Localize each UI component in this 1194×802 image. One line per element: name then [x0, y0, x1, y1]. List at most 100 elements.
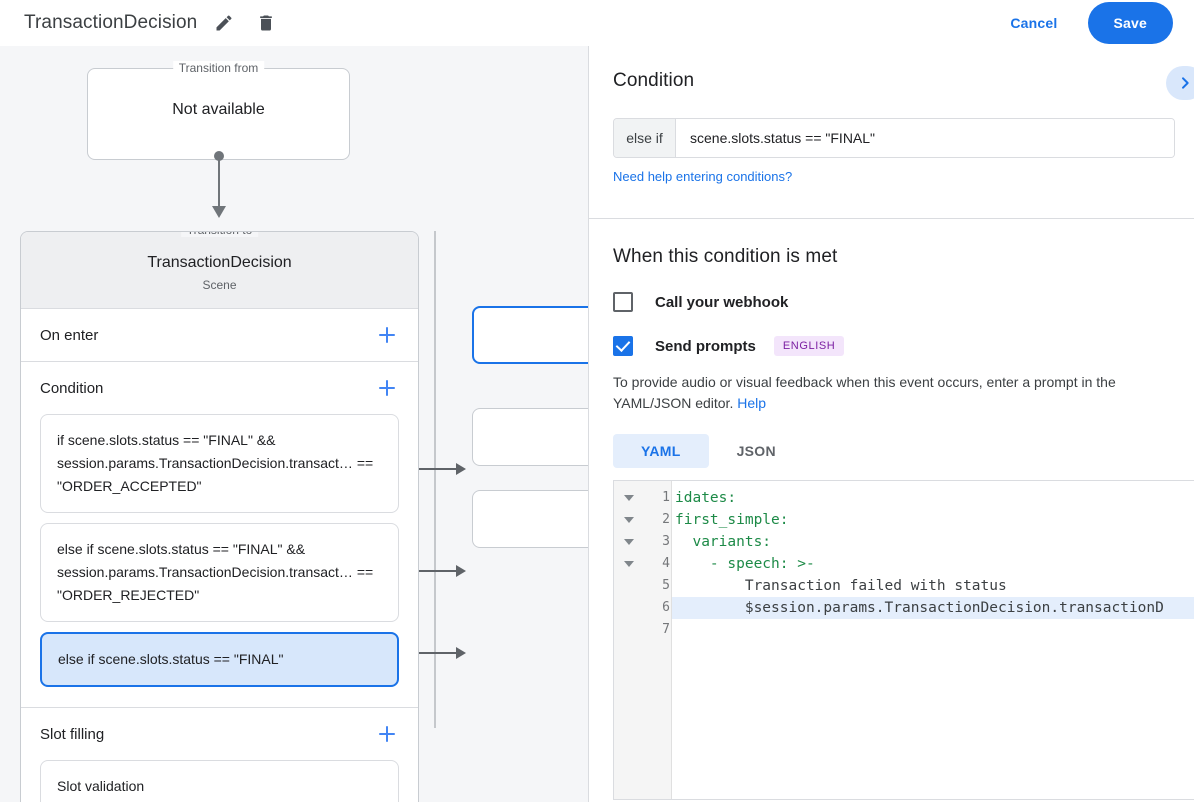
condition-prefix: else if: [614, 119, 676, 157]
target-box-2[interactable]: [472, 408, 588, 466]
target-box-1[interactable]: [472, 306, 588, 364]
code-line-number: 4: [662, 556, 670, 571]
tab-yaml[interactable]: YAML: [613, 434, 709, 468]
slot-validation-card[interactable]: Slot validation: [40, 760, 399, 802]
code-line[interactable]: variants:: [672, 531, 1194, 553]
condition-input-row[interactable]: else if: [613, 118, 1175, 158]
branch-arrow-2: [456, 565, 466, 577]
save-button[interactable]: Save: [1087, 2, 1173, 44]
call-webhook-checkbox[interactable]: [613, 292, 633, 312]
code-text-area[interactable]: idates: first_simple: variants: - speech:…: [672, 481, 1194, 799]
target-box-3[interactable]: [472, 490, 588, 548]
section-slot-filling-title: Slot filling: [40, 725, 105, 743]
code-fold-blank: [614, 619, 644, 641]
code-fold-toggle[interactable]: [614, 553, 644, 575]
code-fold-blank: [614, 575, 644, 597]
section-condition-header: Condition: [40, 362, 399, 414]
section-divider: [589, 218, 1194, 219]
editor-format-tabs: YAML JSON: [613, 434, 1194, 468]
code-line[interactable]: first_simple:: [672, 509, 1194, 531]
chevron-right-icon-glyph: [1182, 77, 1189, 89]
chevron-down-icon: [624, 561, 634, 567]
code-line-number: 5: [662, 578, 670, 593]
code-token-key: - speech: >-: [675, 556, 815, 572]
tab-json[interactable]: JSON: [736, 443, 776, 459]
prompt-help-link[interactable]: Help: [737, 395, 767, 411]
code-line-number: 2: [662, 512, 670, 527]
chevron-down-icon: [624, 495, 634, 501]
detail-panel: Condition else if Need help entering con…: [589, 46, 1194, 802]
transition-from-legend: Transition from: [172, 61, 265, 75]
section-condition: Condition if scene.slots.status == "FINA…: [21, 362, 418, 708]
condition-input[interactable]: [676, 119, 1174, 157]
code-line-number: 6: [662, 600, 670, 615]
code-line[interactable]: idates:: [672, 487, 1194, 509]
code-line-number: 1: [662, 490, 670, 505]
code-fold-gutter: [614, 481, 644, 799]
code-line-number: 3: [662, 534, 670, 549]
trash-icon-glyph: [260, 15, 273, 31]
condition-card[interactable]: else if scene.slots.status == "FINAL" &&…: [40, 523, 399, 622]
code-line[interactable]: $session.params.TransactionDecision.tran…: [672, 597, 1194, 619]
code-token-key: idates:: [675, 490, 737, 506]
branch-arrow-3: [456, 647, 466, 659]
code-fold-toggle[interactable]: [614, 509, 644, 531]
scene-name: TransactionDecision: [147, 254, 292, 271]
scene-subtitle: Scene: [202, 278, 237, 292]
code-token-text: $session.params.TransactionDecision.tran…: [675, 600, 1164, 616]
plus-icon[interactable]: [375, 376, 399, 400]
section-on-enter: On enter: [21, 309, 418, 362]
send-prompts-row[interactable]: Send prompts ENGLISH: [613, 336, 1194, 356]
code-fold-toggle[interactable]: [614, 487, 644, 509]
condition-editor-section: Condition else if Need help entering con…: [589, 46, 1194, 186]
section-condition-title: Condition: [40, 379, 104, 397]
connector-line: [218, 156, 220, 208]
condition-card-selected[interactable]: else if scene.slots.status == "FINAL": [40, 632, 399, 687]
section-on-enter-header: On enter: [40, 309, 399, 361]
chevron-down-icon: [624, 517, 634, 523]
branch-arrow-1: [456, 463, 466, 475]
transition-from-value: Not available: [172, 101, 265, 118]
code-line[interactable]: Transaction failed with status: [672, 575, 1194, 597]
send-prompts-checkbox[interactable]: [613, 336, 633, 356]
code-token-text: Transaction failed with status: [675, 578, 1007, 594]
transition-to-legend: Transition to: [180, 232, 259, 237]
trash-icon[interactable]: [251, 8, 281, 38]
branch-spine: [434, 231, 436, 728]
panel-divider: [588, 46, 589, 802]
prompt-description-text: To provide audio or visual feedback when…: [613, 374, 1116, 411]
chevron-down-icon: [624, 539, 634, 545]
section-slot-filling-header: Slot filling: [40, 708, 399, 760]
section-slot-filling: Slot filling Slot validation: [21, 708, 418, 802]
pencil-icon-glyph: [216, 15, 232, 31]
yaml-code-editor[interactable]: 1 2 3 4 5 6 7 idates: first_simple: variants: -…: [613, 480, 1194, 800]
page-title: TransactionDecision: [24, 12, 198, 33]
when-condition-met-section: When this condition is met Call your web…: [589, 218, 1194, 800]
language-badge: ENGLISH: [773, 336, 845, 356]
plus-icon[interactable]: [375, 323, 399, 347]
webhook-row[interactable]: Call your webhook: [613, 292, 1194, 312]
prompt-description: To provide audio or visual feedback when…: [613, 372, 1173, 414]
transition-from-box[interactable]: Transition from Not available: [87, 61, 350, 160]
pencil-icon[interactable]: [209, 8, 239, 38]
connector-arrow: [212, 206, 226, 218]
scene-header[interactable]: Transition to TransactionDecision Scene: [21, 232, 418, 309]
scene-panel: Transition to TransactionDecision Scene …: [20, 231, 419, 802]
plus-icon[interactable]: [375, 722, 399, 746]
call-webhook-label: Call your webhook: [655, 293, 789, 311]
branch-line-3: [400, 652, 458, 654]
condition-help-link[interactable]: Need help entering conditions?: [613, 169, 793, 184]
code-token-key: first_simple:: [675, 512, 789, 528]
code-fold-toggle[interactable]: [614, 531, 644, 553]
code-line-number: 7: [662, 622, 670, 637]
cancel-button[interactable]: Cancel: [998, 6, 1069, 40]
flow-canvas-inner: Transition from Not available Transition…: [0, 46, 588, 802]
condition-card[interactable]: if scene.slots.status == "FINAL" && sess…: [40, 414, 399, 513]
chevron-right-icon[interactable]: [1166, 66, 1194, 100]
code-token-key: variants:: [675, 534, 772, 550]
slot-filling-list: Slot validation: [40, 760, 399, 802]
branch-line-1: [400, 468, 458, 470]
flow-canvas[interactable]: Transition from Not available Transition…: [0, 46, 588, 802]
code-line[interactable]: - speech: >-: [672, 553, 1194, 575]
code-line[interactable]: [672, 619, 1194, 641]
